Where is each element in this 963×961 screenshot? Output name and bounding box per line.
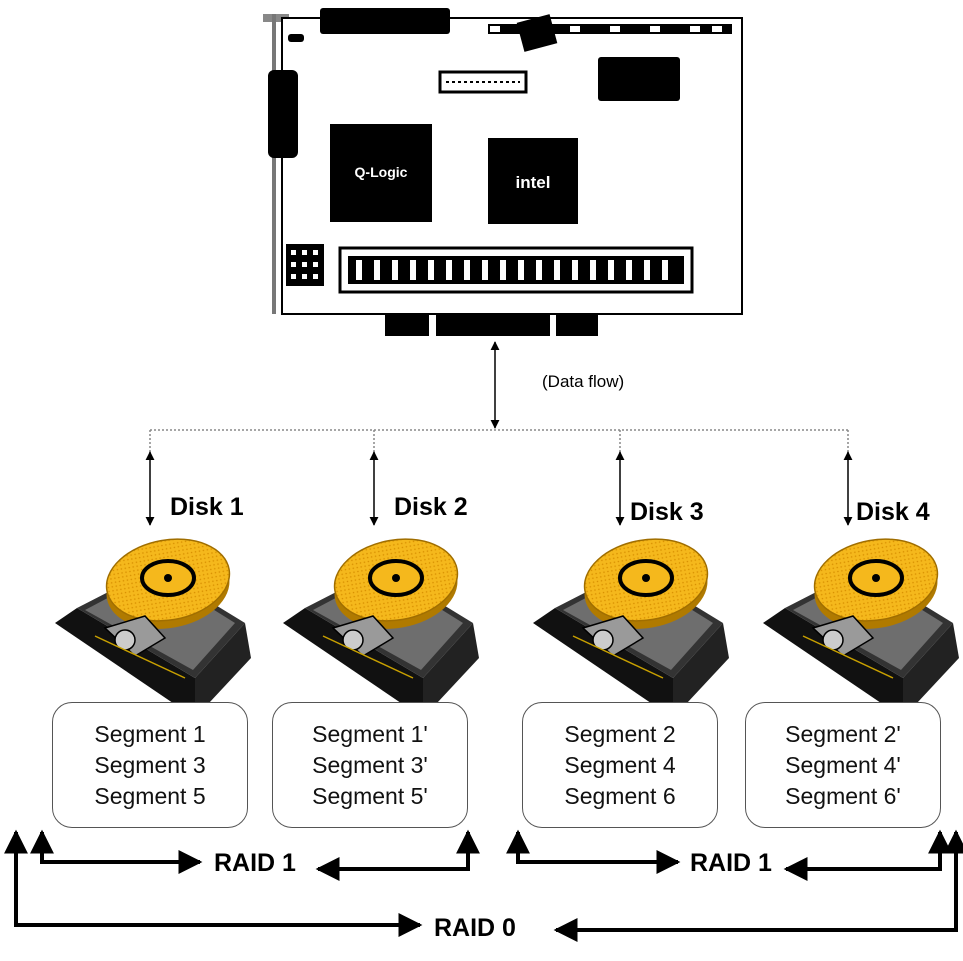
segment-label: Segment 5 [94,782,206,809]
segment-box-disk-3: Segment 2 Segment 4 Segment 6 [522,702,718,828]
disk-1-label: Disk 1 [170,493,244,521]
disk-3-label: Disk 3 [630,498,704,526]
rotated-chip [516,14,558,52]
raid1-right-label: RAID 1 [690,849,772,877]
small-component [288,34,304,42]
segment-label: Segment 4' [785,751,901,778]
side-connector [268,70,298,158]
qlogic-chip-label: Q-Logic [355,164,408,180]
pci-edge-connector [385,314,598,336]
top-connector [320,8,450,34]
raid1-left-label: RAID 1 [214,849,296,877]
hard-drive-icon [761,527,961,720]
raid0-label: RAID 0 [434,914,516,942]
hard-drive-icon [281,527,481,720]
segment-label: Segment 1' [312,720,428,747]
raid0-arrows [4,829,963,942]
disk-2-label: Disk 2 [394,493,468,521]
internal-scsi-connector [338,246,694,294]
raid-controller-card: Q-Logic intel [263,8,743,336]
segment-label: Segment 5' [312,782,428,809]
hard-drive-icon [55,538,251,718]
segment-box-disk-1: Segment 1 Segment 3 Segment 5 [52,702,248,828]
data-flow-label: (Data flow) [542,372,624,391]
intel-chip [488,138,578,224]
qlogic-chip [330,124,432,222]
hard-drive-icon [531,527,731,720]
segment-label: Segment 2' [785,720,901,747]
segment-label: Segment 2 [564,720,676,747]
segment-label: Segment 6' [785,782,901,809]
segment-label: Segment 4 [564,751,676,778]
intel-chip-label: intel [516,173,551,192]
segment-label: Segment 1 [94,720,206,747]
data-flow-bus: (Data flow) [145,341,853,526]
segment-box-disk-2: Segment 1' Segment 3' Segment 5' [272,702,468,828]
disk-4-label: Disk 4 [856,498,930,526]
segment-label: Segment 3 [94,751,206,778]
segment-label: Segment 3' [312,751,428,778]
segment-box-disk-4: Segment 2' Segment 4' Segment 6' [745,702,941,828]
card-bracket [272,14,276,314]
memory-chip [598,57,680,101]
segment-label: Segment 6 [564,782,676,809]
